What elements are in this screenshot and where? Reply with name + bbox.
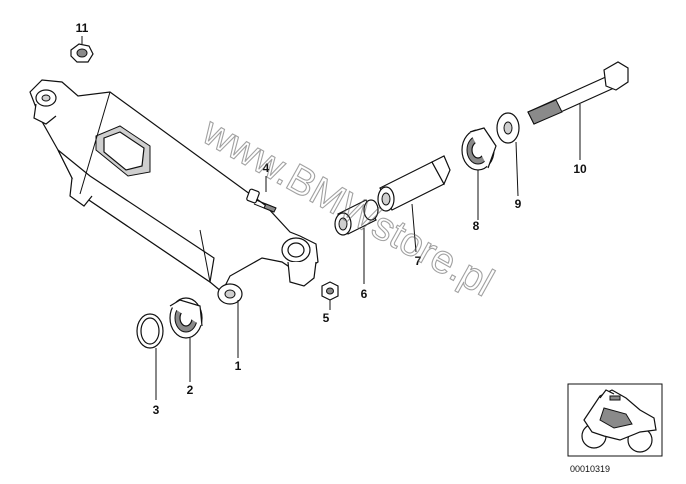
callout-6: 6 — [361, 287, 368, 301]
nut-part-11 — [70, 43, 94, 63]
callout-8: 8 — [473, 219, 480, 233]
callout-2: 2 — [187, 383, 194, 397]
swing-arm — [29, 79, 319, 305]
motorcycle-thumbnail — [567, 383, 663, 457]
bearing-part-8 — [461, 127, 497, 171]
washer-part-9 — [496, 112, 520, 144]
bushing-part-6 — [334, 199, 379, 236]
bearing-part-2 — [169, 297, 203, 339]
nut-part-5 — [321, 281, 339, 301]
bolt-part-10 — [527, 61, 629, 125]
circlip-part-3 — [136, 313, 164, 349]
callout-10: 10 — [573, 162, 587, 176]
callout-9: 9 — [515, 197, 522, 211]
callout-1: 1 — [235, 359, 242, 373]
callout-3: 3 — [153, 403, 160, 417]
diagram-id: 00010319 — [570, 464, 610, 474]
leader-lines — [81, 36, 581, 400]
bolt-part-4 — [246, 188, 277, 213]
callout-7: 7 — [415, 254, 422, 268]
callout-5: 5 — [323, 311, 330, 325]
callout-4: 4 — [263, 161, 270, 175]
sleeve-part-7 — [377, 155, 451, 212]
callout-11: 11 — [76, 21, 89, 35]
